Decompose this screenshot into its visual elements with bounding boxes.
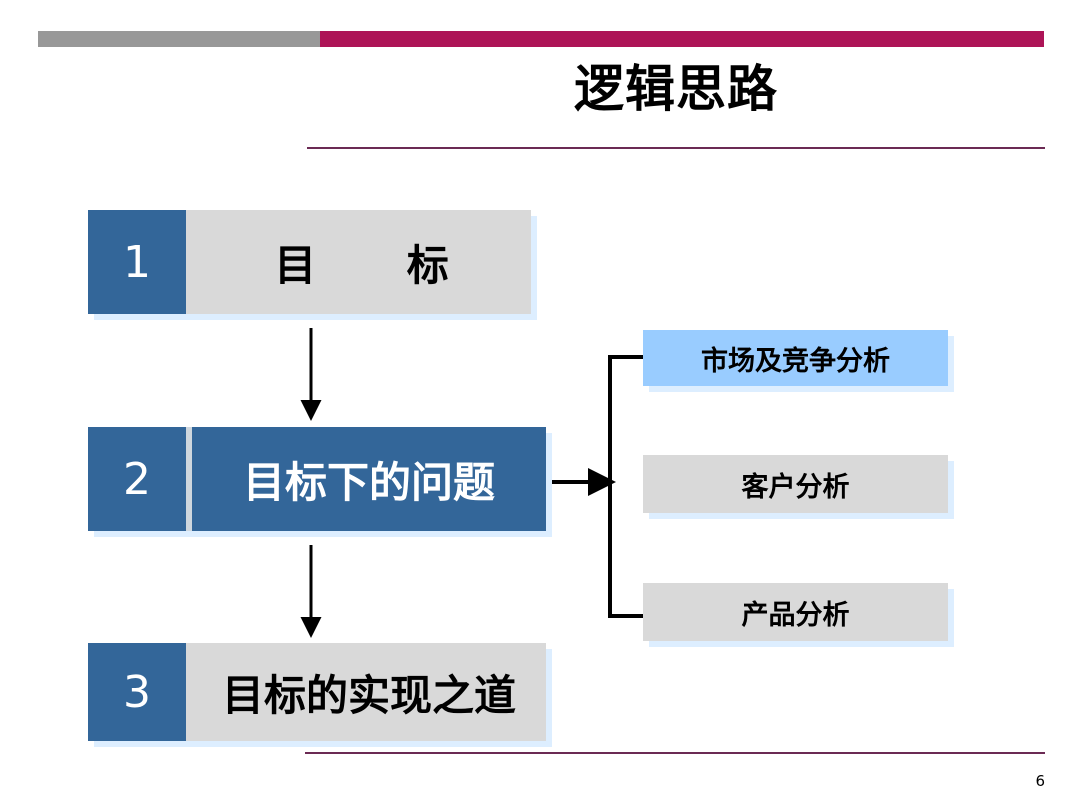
step-separator-1 xyxy=(186,210,192,314)
step-row-2[interactable]: 2 目标下的问题 xyxy=(88,427,546,531)
page-title: 逻辑思路 xyxy=(574,60,778,118)
footer-divider xyxy=(305,752,1045,754)
step-separator-2 xyxy=(186,427,192,531)
branch-box-product-analysis[interactable]: 产品分析 xyxy=(643,583,948,641)
title-divider xyxy=(307,147,1045,149)
header-bar-crimson xyxy=(320,31,1044,47)
step-row-3[interactable]: 3 目标的实现之道 xyxy=(88,643,546,741)
branch-box-customer-analysis[interactable]: 客户分析 xyxy=(643,455,948,513)
branch-box-market-analysis[interactable]: 市场及竞争分析 xyxy=(643,330,948,386)
step-separator-3 xyxy=(186,643,192,741)
header-bar-gray xyxy=(38,31,320,47)
page-number: 6 xyxy=(1035,772,1045,790)
step-number-2: 2 xyxy=(88,427,186,531)
step-number-1: 1 xyxy=(88,210,186,314)
step-label-2: 目标下的问题 xyxy=(192,427,546,531)
step-number-3: 3 xyxy=(88,643,186,741)
step-label-1: 目 标 xyxy=(192,210,531,314)
step-row-1[interactable]: 1 目 标 xyxy=(88,210,531,314)
step-label-3: 目标的实现之道 xyxy=(192,643,546,741)
